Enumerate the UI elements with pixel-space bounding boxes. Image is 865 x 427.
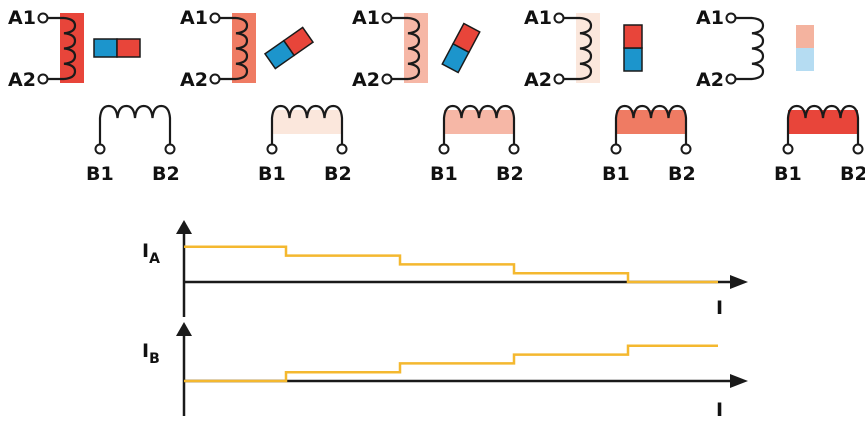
coil-b-winding xyxy=(614,104,688,134)
label-a1: A1 xyxy=(524,7,552,29)
terminal-b1 xyxy=(94,143,106,155)
ia-axis-label: IA xyxy=(142,240,160,267)
label-a1: A1 xyxy=(696,7,724,29)
label-a2: A2 xyxy=(524,69,552,91)
terminal-b1 xyxy=(782,143,794,155)
label-b2: B2 xyxy=(840,163,865,185)
terminal-a1 xyxy=(725,12,737,24)
label-b1: B1 xyxy=(774,163,802,185)
rotor-magnet xyxy=(93,38,141,58)
label-b2: B2 xyxy=(496,163,524,185)
coil-a-winding xyxy=(407,16,421,81)
rotor-magnet xyxy=(263,26,315,70)
terminal-b1 xyxy=(266,143,278,155)
coil-a-fill xyxy=(232,13,256,83)
label-a1: A1 xyxy=(352,7,380,29)
label-a2: A2 xyxy=(8,69,36,91)
ib-step-waveform xyxy=(184,344,718,383)
rotor-magnet xyxy=(623,24,643,72)
terminal-b2 xyxy=(164,143,176,155)
y-axis-arrowhead xyxy=(176,220,192,234)
magnet-south-pole xyxy=(623,47,643,72)
coil-a-fill xyxy=(60,13,84,83)
label-b1: B1 xyxy=(430,163,458,185)
terminal-a1 xyxy=(37,12,49,24)
x-axis-arrowhead xyxy=(730,275,748,289)
x-axis-arrowhead xyxy=(730,374,748,388)
magnet-south-pole xyxy=(93,38,118,58)
ia-chart: IA I xyxy=(142,220,748,319)
label-a1: A1 xyxy=(8,7,36,29)
magnet-south-pole xyxy=(796,48,814,71)
terminal-a1 xyxy=(381,12,393,24)
terminal-a2 xyxy=(381,73,393,85)
magnet-north-pole xyxy=(796,25,814,48)
terminal-b1 xyxy=(438,143,450,155)
terminal-a2 xyxy=(725,73,737,85)
label-b1: B1 xyxy=(602,163,630,185)
ia-step-waveform xyxy=(184,245,718,284)
terminal-b2 xyxy=(336,143,348,155)
ib-axes xyxy=(176,322,748,416)
magnet-north-pole xyxy=(282,26,315,57)
y-axis-arrowhead xyxy=(176,322,192,336)
terminal-b1 xyxy=(610,143,622,155)
terminal-a2 xyxy=(553,73,565,85)
coil-a-fill xyxy=(404,13,428,83)
label-b1: B1 xyxy=(258,163,286,185)
ib-axis-label: IB xyxy=(142,340,160,367)
magnet-north-pole xyxy=(623,24,643,49)
coil-a-winding xyxy=(63,16,77,81)
terminal-a2 xyxy=(209,73,221,85)
magnet-north-pole xyxy=(452,22,481,54)
coil-b-winding xyxy=(442,104,516,134)
label-b2: B2 xyxy=(152,163,180,185)
coil-a-winding xyxy=(235,16,249,81)
label-a1: A1 xyxy=(180,7,208,29)
rotor-magnet xyxy=(441,22,481,74)
ib-time-axis-label: I xyxy=(716,399,723,421)
terminal-b2 xyxy=(508,143,520,155)
ia-axes xyxy=(176,220,748,317)
terminal-b2 xyxy=(852,143,864,155)
terminal-b2 xyxy=(680,143,692,155)
terminal-a1 xyxy=(209,12,221,24)
coil-b-winding xyxy=(270,104,344,134)
coil-a-winding xyxy=(579,16,593,81)
rotor-magnet xyxy=(796,25,814,71)
terminal-a2 xyxy=(37,73,49,85)
coil-b-winding xyxy=(786,104,860,134)
label-a2: A2 xyxy=(696,69,724,91)
ia-time-axis-label: I xyxy=(716,297,723,319)
label-b1: B1 xyxy=(86,163,114,185)
terminal-a1 xyxy=(553,12,565,24)
coil-b-winding xyxy=(98,104,172,134)
label-a2: A2 xyxy=(352,69,380,91)
magnet-north-pole xyxy=(116,38,141,58)
label-b2: B2 xyxy=(324,163,352,185)
label-a2: A2 xyxy=(180,69,208,91)
ib-chart: IB I xyxy=(142,322,748,421)
label-b2: B2 xyxy=(668,163,696,185)
coil-a-winding xyxy=(751,16,765,81)
coil-a-fill xyxy=(576,13,600,83)
